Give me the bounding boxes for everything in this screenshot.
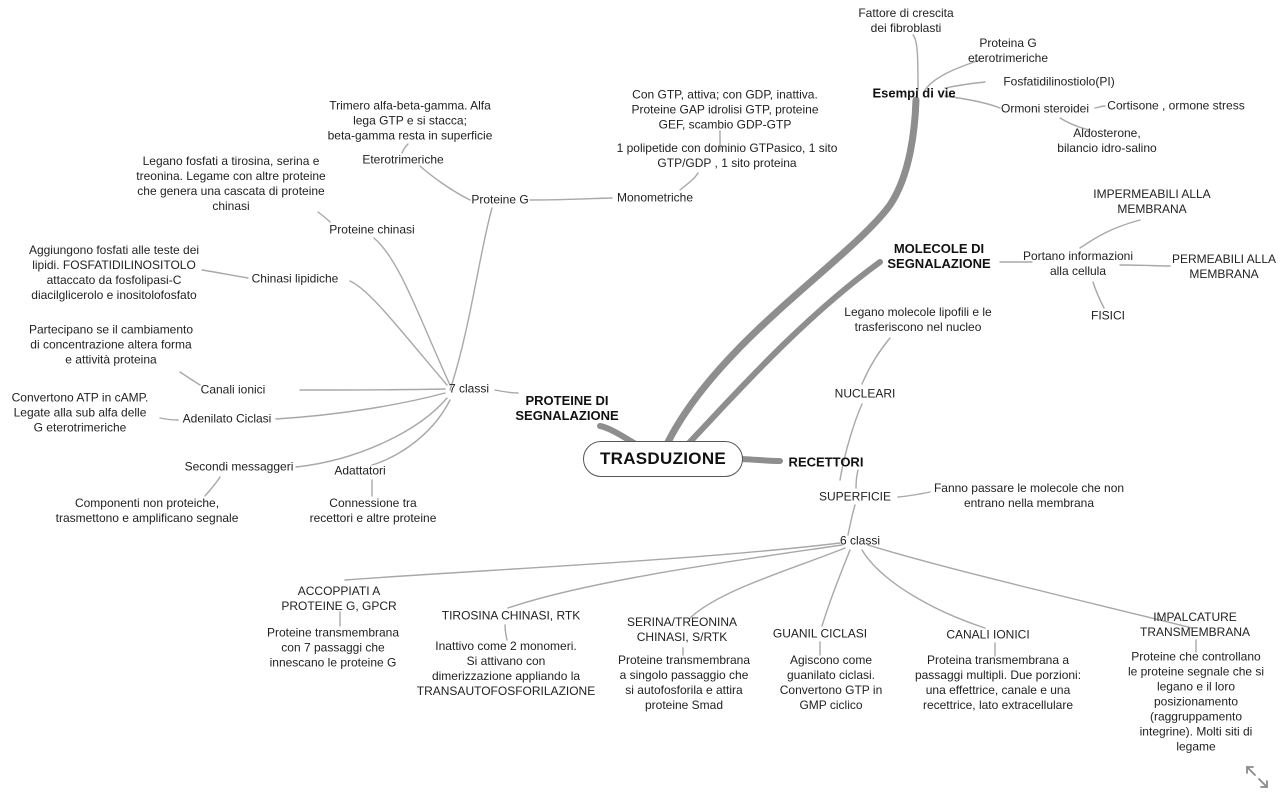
link [344, 542, 841, 581]
node-6-classi[interactable]: 6 classi [839, 533, 881, 548]
link [504, 624, 508, 641]
node-secondi-messaggeri-desc[interactable]: Componenti non proteiche, trasmettono e … [55, 496, 239, 525]
node-nucleari[interactable]: NUCLEARI [834, 386, 896, 401]
link [317, 211, 331, 223]
link [847, 504, 856, 536]
link [1092, 281, 1105, 309]
link [507, 544, 843, 609]
link [204, 476, 221, 497]
node-proteine-g[interactable]: Proteine G [471, 192, 529, 207]
link [371, 399, 451, 466]
branch-proteine-di-segnalazione[interactable]: PROTEINE DI SEGNALAZIONE [515, 393, 619, 423]
link [821, 549, 851, 627]
node-gpcr-desc[interactable]: Proteine transmembrana con 7 passaggi ch… [266, 625, 400, 670]
node-eterotrimeriche[interactable]: Eterotrimeriche [362, 152, 444, 167]
link [861, 549, 986, 629]
node-superficie-desc[interactable]: Fanno passare le molecole che non entran… [933, 481, 1125, 510]
trunk-to-recettori [739, 456, 783, 464]
node-impalcature-transmembrana[interactable]: IMPALCATURE TRANSMEMBRANA [1139, 610, 1251, 639]
node-impermeabili[interactable]: IMPERMEABILI ALLA MEMBRANA [1093, 187, 1211, 216]
link [349, 280, 448, 386]
link [944, 95, 1001, 109]
link [924, 59, 981, 91]
link [1079, 219, 1141, 249]
link [401, 143, 409, 154]
trunk-to-molecole [685, 259, 883, 447]
node-ormoni-steroidei[interactable]: Ormoni steroidei [1000, 101, 1090, 116]
node-monometriche-desc-2[interactable]: 1 polipetide con dominio GTPasico, 1 sit… [616, 141, 838, 170]
node-cortisone[interactable]: Cortisone , ormone stress [1107, 98, 1245, 113]
branch-molecole-di-segnalazione[interactable]: MOLECOLE DI SEGNALAZIONE [887, 241, 991, 271]
node-rtk[interactable]: TIROSINA CHINASI, RTK [441, 608, 581, 623]
link [1094, 105, 1106, 109]
link [689, 547, 846, 619]
node-proteine-chinasi[interactable]: Proteine chinasi [329, 222, 415, 237]
root-node-trasduzione[interactable]: TRASDUZIONE [583, 441, 743, 477]
node-adenilato-ciclasi-desc[interactable]: Convertono ATP in cAMP. Legate alla sub … [11, 390, 149, 435]
node-guanil-ciclasi-desc[interactable]: Agiscono come guanilato ciclasi. Convert… [779, 653, 883, 712]
link [295, 397, 448, 468]
branch-esempi-di-vie[interactable]: Esempi di vie [872, 85, 956, 101]
link [449, 207, 493, 391]
link [861, 337, 891, 385]
link [1119, 264, 1171, 267]
link [179, 371, 201, 386]
link [679, 172, 699, 191]
node-aldosterone[interactable]: Aldosterone, bilancio idro-salino [1057, 126, 1157, 155]
node-canali-ionici-recettori-desc[interactable]: Proteina transmembrana a passaggi multip… [914, 653, 1082, 712]
link [867, 544, 1193, 629]
link [897, 491, 931, 498]
link [419, 165, 471, 201]
branch-recettori[interactable]: RECETTORI [788, 454, 864, 470]
link [529, 197, 613, 201]
node-monometriche-desc-1[interactable]: Con GTP, attiva; con GDP, inattiva. Prot… [631, 87, 819, 132]
expand-arrows-icon[interactable] [1244, 764, 1270, 790]
sub-branch-connectors [159, 34, 1197, 657]
link [1059, 117, 1091, 131]
node-adattatori-desc[interactable]: Connessione tra recettori e altre protei… [309, 496, 437, 525]
link [839, 403, 863, 481]
node-adattatori[interactable]: Adattatori [334, 463, 386, 478]
node-srtk[interactable]: SERINA/TREONINA CHINASI, S/RTK [626, 615, 738, 644]
node-portano-informazioni[interactable]: Portano informazioni alla cellula [1022, 249, 1134, 278]
link [944, 81, 986, 89]
link [373, 237, 451, 386]
node-fattore-di-crescita[interactable]: Fattore di crescita dei fibroblasti [858, 6, 954, 35]
trunk-to-vie [664, 96, 920, 446]
node-srtk-desc[interactable]: Proteine transmembrana a singolo passagg… [617, 653, 751, 712]
node-impalcature-transmembrana-desc[interactable]: Proteine che controllano le proteine seg… [1127, 649, 1265, 754]
node-chinasi-lipidiche[interactable]: Chinasi lipidiche [251, 271, 339, 286]
node-proteina-g-eterotrimeriche[interactable]: Proteina G eterotrimeriche [967, 36, 1049, 65]
link [275, 392, 446, 420]
node-gpcr[interactable]: ACCOPPIATI A PROTEINE G, GPCR [281, 584, 397, 613]
node-superficie[interactable]: SUPERFICIE [818, 489, 892, 504]
link [912, 34, 919, 91]
link [855, 469, 859, 489]
node-eterotrimeriche-desc[interactable]: Trimero alfa-beta-gamma. Alfa lega GTP e… [327, 98, 493, 143]
node-nucleari-desc[interactable]: Legano molecole lipofili e le trasferisc… [844, 305, 992, 334]
node-canali-ionici[interactable]: Canali ionici [200, 382, 266, 397]
link [299, 388, 446, 391]
link [201, 269, 249, 279]
node-fisici[interactable]: FISICI [1090, 308, 1126, 323]
node-canali-ionici-recettori[interactable]: CANALI IONICI [946, 627, 1030, 642]
node-canali-ionici-desc[interactable]: Partecipano se il cambiamento di concent… [28, 322, 194, 367]
node-chinasi-lipidiche-desc[interactable]: Aggiungono fosfati alle teste dei lipidi… [28, 243, 200, 302]
link [159, 417, 179, 421]
node-7-classi[interactable]: 7 classi [448, 381, 490, 396]
node-adenilato-ciclasi[interactable]: Adenilato Ciclasi [182, 411, 272, 426]
node-secondi-messaggeri[interactable]: Secondi messaggeri [184, 459, 294, 474]
node-guanil-ciclasi[interactable]: GUANIL CICLASI [772, 626, 868, 641]
node-proteine-chinasi-desc[interactable]: Legano fosfati a tirosina, serina e treo… [136, 154, 326, 213]
node-fosfatidilinostiolo[interactable]: Fosfatidilinostiolo(PI) [1003, 74, 1115, 89]
node-monometriche[interactable]: Monometriche [616, 190, 694, 205]
link [494, 389, 519, 394]
node-rtk-desc[interactable]: Inattivo come 2 monomeri. Si attivano co… [416, 639, 596, 698]
node-permeabili[interactable]: PERMEABILI ALLA MEMBRANA [1171, 252, 1277, 281]
